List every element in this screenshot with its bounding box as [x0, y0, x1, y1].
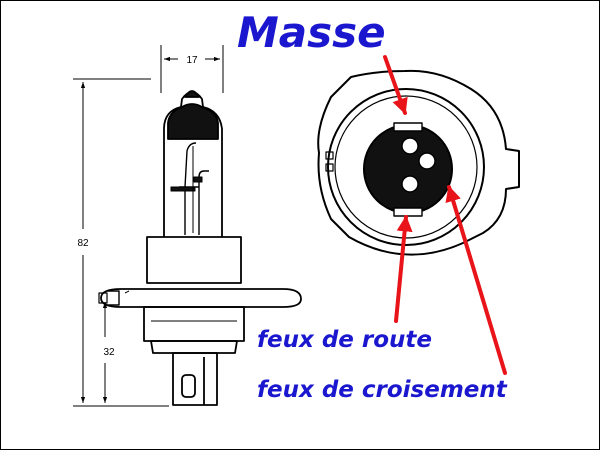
ground-arrow	[383, 55, 408, 115]
socket-front-view	[317, 69, 520, 256]
high-beam-label: feux de route	[257, 327, 433, 353]
base-dimension-label: 32	[103, 347, 115, 358]
low-beam-arrow	[445, 185, 507, 375]
pointer-arrows	[383, 55, 507, 375]
height-dimension-label: 82	[77, 238, 89, 249]
height-dimension	[73, 78, 169, 407]
width-dimension	[160, 45, 224, 93]
low-beam-label: feux de croisement	[257, 377, 507, 403]
bulb-side-view	[98, 90, 302, 406]
high-beam-arrow	[394, 215, 413, 323]
width-dimension-label: 17	[186, 55, 198, 66]
ground-label: Masse	[237, 8, 386, 57]
